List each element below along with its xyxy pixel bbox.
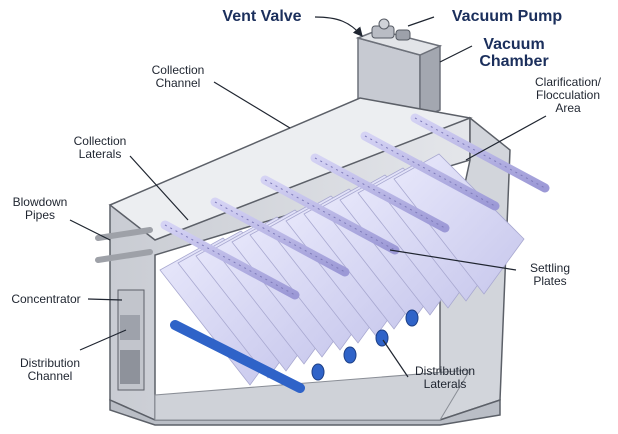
settling-plates xyxy=(159,153,525,386)
collection-laterals xyxy=(160,113,550,300)
lateral-holes xyxy=(264,179,396,251)
label-distribution-laterals: Distribution Laterals xyxy=(414,364,476,391)
label-concentrator: Concentrator xyxy=(11,292,81,306)
leader-lines xyxy=(69,16,547,378)
lateral-holes xyxy=(364,135,496,207)
blowdown-pipes xyxy=(95,227,153,263)
vacuum-pump xyxy=(371,18,411,41)
label-vacuum-pump: Vacuum Pump xyxy=(451,8,563,25)
label-vacuum-chamber: Vacuum Chamber xyxy=(479,36,549,70)
label-blowdown-pipes: Blowdown Pipes xyxy=(12,195,68,222)
settling-plate xyxy=(393,153,525,295)
lateral-holes xyxy=(214,201,346,273)
label-clarification-area: Clarification/ Flocculation Area xyxy=(534,75,602,115)
vacuum-chamber xyxy=(355,29,443,120)
label-collection-channel: Collection Channel xyxy=(151,63,205,90)
distribution-lateral-end xyxy=(311,363,325,381)
label-distribution-channel: Distribution Channel xyxy=(19,356,81,383)
lateral-holes xyxy=(314,157,446,229)
tank-floor xyxy=(154,369,471,421)
lateral-holes xyxy=(414,117,546,189)
label-vent-valve: Vent Valve xyxy=(222,8,302,25)
distribution-lateral-end xyxy=(405,309,419,327)
distribution-lateral-end xyxy=(343,346,357,364)
distribution-lateral-pipe xyxy=(170,320,305,393)
label-collection-laterals: Collection Laterals xyxy=(73,134,127,161)
distribution-laterals xyxy=(170,309,419,393)
distribution-lateral-end xyxy=(375,329,389,347)
concentrator xyxy=(117,289,145,391)
lateral-holes xyxy=(164,224,296,296)
label-settling-plates: Settling Plates xyxy=(529,261,571,288)
